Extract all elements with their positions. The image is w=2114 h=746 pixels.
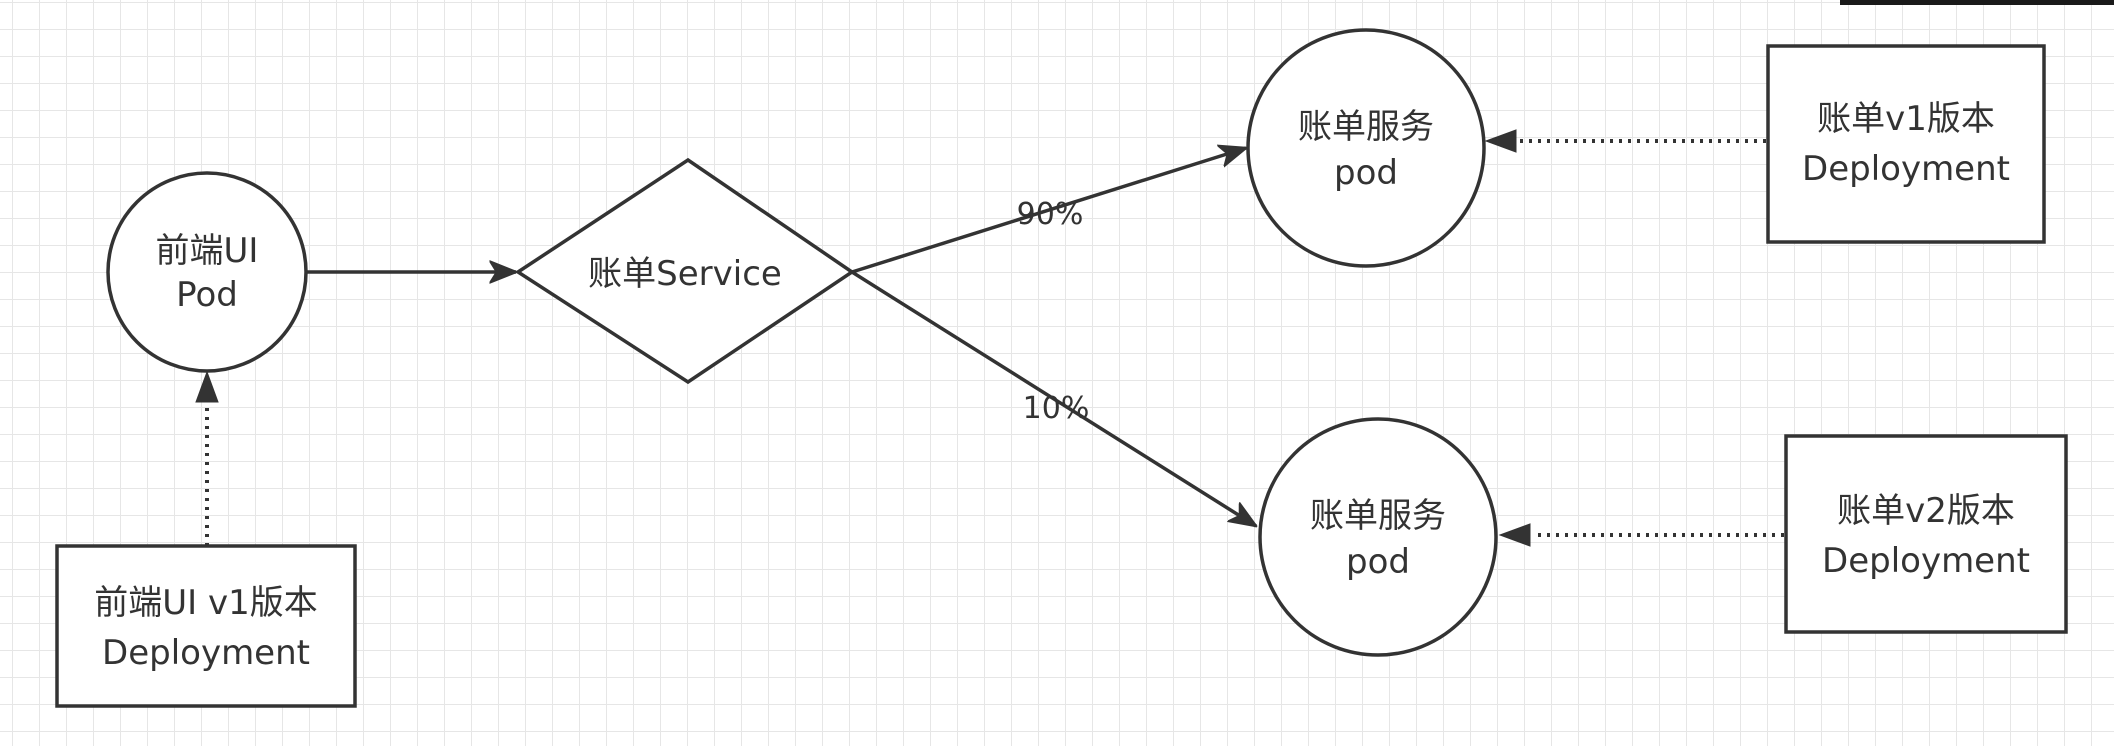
arrowhead-pod-v2: [1498, 523, 1531, 547]
top-edge-bar: [1840, 0, 2114, 5]
edge-label-10: 10%: [1023, 391, 1090, 426]
billing-v1-deployment-line2: Deployment: [1802, 149, 2010, 189]
billing-pod-v1-node: 账单服务 pod: [1246, 28, 1486, 268]
billing-pod-v1-line1: 账单服务: [1298, 107, 1434, 147]
frontend-deployment-line1: 前端UI v1版本: [94, 583, 317, 623]
billing-pod-v1-line2: pod: [1334, 153, 1398, 193]
billing-service-node: 账单Service: [514, 157, 856, 385]
frontend-pod-line2: Pod: [176, 275, 238, 315]
billing-pod-v2-line2: pod: [1346, 542, 1410, 582]
billing-v2-deployment-node: 账单v2版本 Deployment: [1784, 434, 2068, 634]
billing-v2-deployment-line2: Deployment: [1822, 541, 2030, 581]
frontend-deployment-node: 前端UI v1版本 Deployment: [55, 544, 357, 708]
edge-service-to-pod-v1: [851, 148, 1246, 274]
billing-pod-v2-node: 账单服务 pod: [1258, 417, 1498, 657]
billing-v1-deployment-node: 账单v1版本 Deployment: [1766, 44, 2046, 244]
billing-service-label: 账单Service: [588, 254, 782, 294]
billing-pod-v2-line1: 账单服务: [1310, 496, 1446, 536]
arrowhead-frontend-pod: [195, 370, 219, 403]
frontend-deployment-line2: Deployment: [102, 633, 310, 673]
billing-v1-deployment-line1: 账单v1版本: [1817, 99, 1995, 139]
edge-service-to-pod-v2: [851, 270, 1256, 526]
frontend-pod-node: 前端UI Pod: [106, 171, 308, 373]
edge-label-90: 90%: [1017, 197, 1084, 232]
billing-v2-deployment-line1: 账单v2版本: [1837, 491, 2015, 531]
arrowhead-pod-v1: [1484, 129, 1517, 153]
frontend-pod-line1: 前端UI: [156, 231, 259, 271]
